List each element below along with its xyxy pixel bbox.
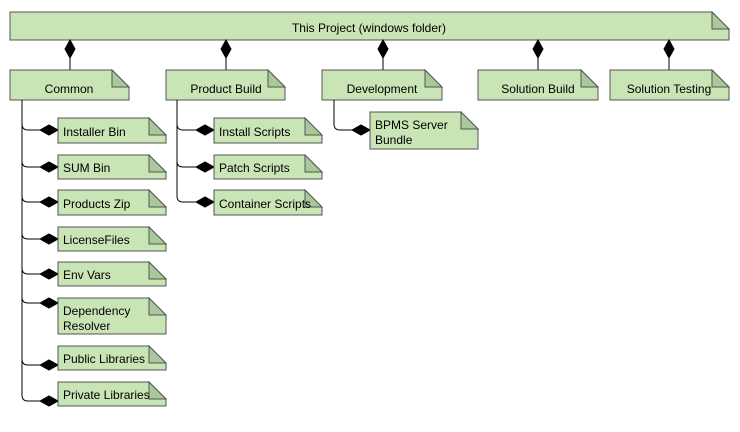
child-label: Patch Scripts — [219, 161, 290, 175]
child-note-container-scripts: Container Scripts — [213, 188, 324, 216]
root-label: This Project (windows folder) — [292, 21, 446, 35]
column-label-common: Common — [45, 82, 94, 96]
child-note-products-zip: Products Zip — [57, 188, 168, 216]
dependency-label-line-2: Resolver — [63, 319, 110, 333]
child-label: Public Libraries — [63, 352, 145, 366]
child-label: LicenseFiles — [63, 233, 130, 247]
child-note-install-scripts: Install Scripts — [213, 116, 324, 144]
dependency-label-line-1: Dependency — [63, 304, 130, 318]
child-note-dependency-resolver: Dependency Resolver — [57, 296, 168, 335]
child-note-patch-scripts: Patch Scripts — [213, 153, 324, 180]
child-label: Installer Bin — [63, 125, 126, 139]
column-common: Common — [9, 68, 131, 101]
product-build-connectors — [176, 100, 216, 208]
column-label-development: Development — [347, 82, 418, 96]
child-label: Private Libraries — [63, 388, 150, 402]
child-note-sum-bin: SUM Bin — [57, 153, 168, 180]
child-label: SUM Bin — [63, 161, 110, 175]
child-note-env-vars: Env Vars — [57, 260, 168, 287]
child-label: Install Scripts — [219, 125, 290, 139]
column-label-product-build: Product Build — [190, 82, 261, 96]
root-connectors — [64, 38, 675, 70]
child-note-bpms-server-bundle: BPMS Server Bundle — [369, 110, 480, 150]
bpms-label-line-1: BPMS Server — [375, 118, 448, 132]
child-label: BPMS Server Bundle — [375, 118, 451, 147]
child-label: Products Zip — [63, 197, 131, 211]
column-label-solution-testing: Solution Testing — [627, 82, 712, 96]
column-solution-build: Solution Build — [477, 68, 600, 101]
bpms-label-line-2: Bundle — [375, 133, 413, 147]
child-note-licensefiles: LicenseFiles — [57, 225, 168, 252]
development-connectors — [333, 100, 372, 136]
column-label-solution-build: Solution Build — [501, 82, 574, 96]
column-development: Development — [321, 68, 444, 101]
child-label: Env Vars — [63, 268, 111, 282]
child-label: Container Scripts — [219, 197, 311, 211]
child-label: Dependency Resolver — [63, 304, 134, 333]
common-connectors — [21, 100, 60, 407]
child-note-installer-bin: Installer Bin — [57, 116, 168, 144]
column-product-build: Product Build — [165, 68, 287, 101]
child-note-private-libraries: Private Libraries — [57, 380, 168, 407]
child-note-public-libraries: Public Libraries — [57, 344, 168, 371]
root-note: This Project (windows folder) — [9, 10, 731, 41]
column-solution-testing: Solution Testing — [609, 68, 731, 101]
